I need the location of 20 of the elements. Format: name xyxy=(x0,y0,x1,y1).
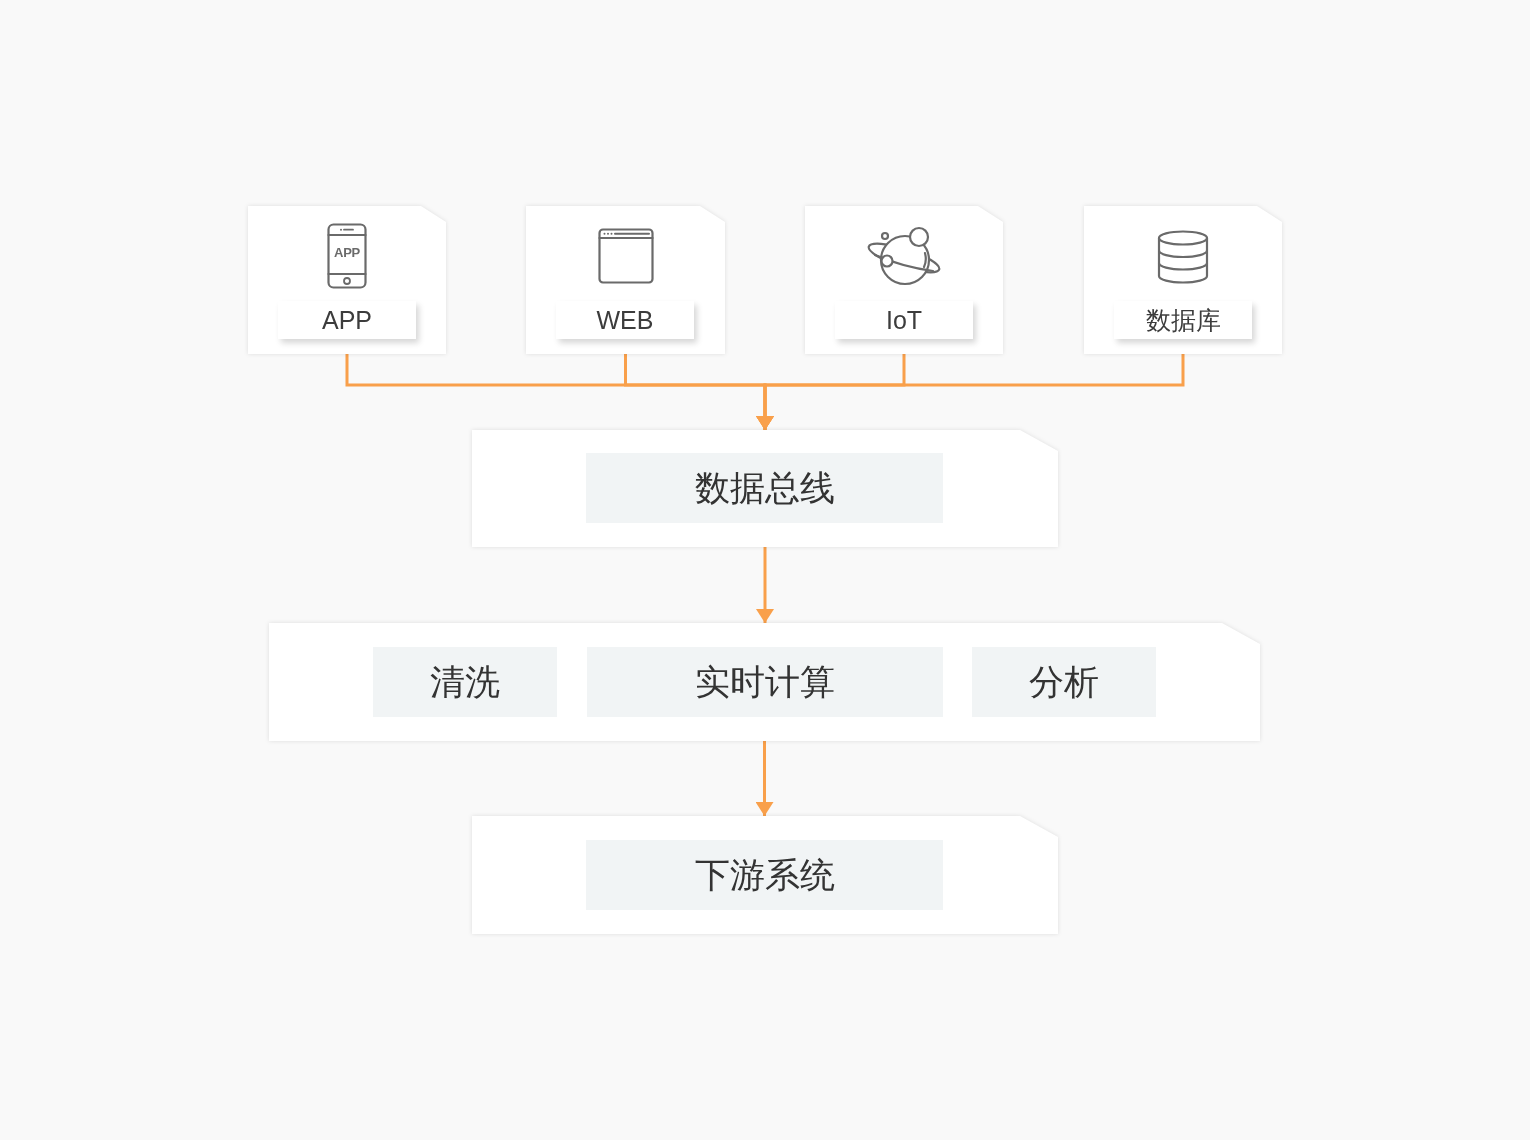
source-label: 数据库 xyxy=(1114,301,1252,339)
source-card xyxy=(526,206,725,354)
source-card xyxy=(805,206,1003,354)
source-label: APP xyxy=(278,301,416,339)
source-card xyxy=(248,206,446,354)
source-label: WEB xyxy=(556,301,694,339)
arrow xyxy=(755,741,774,816)
arrow xyxy=(756,547,774,623)
icon-screen-text: APP xyxy=(334,245,360,260)
arrow xyxy=(756,354,1185,430)
process-step: 下游系统 xyxy=(586,840,943,910)
process-step: 清洗 xyxy=(373,647,557,717)
source-label: IoT xyxy=(835,301,973,339)
stage-panel xyxy=(269,623,1260,741)
stage-panel xyxy=(472,816,1058,934)
process-step: 实时计算 xyxy=(587,647,943,717)
process-step: 分析 xyxy=(972,647,1156,717)
process-step: 数据总线 xyxy=(586,453,943,523)
stage-panel xyxy=(472,430,1058,547)
source-card xyxy=(1084,206,1282,354)
